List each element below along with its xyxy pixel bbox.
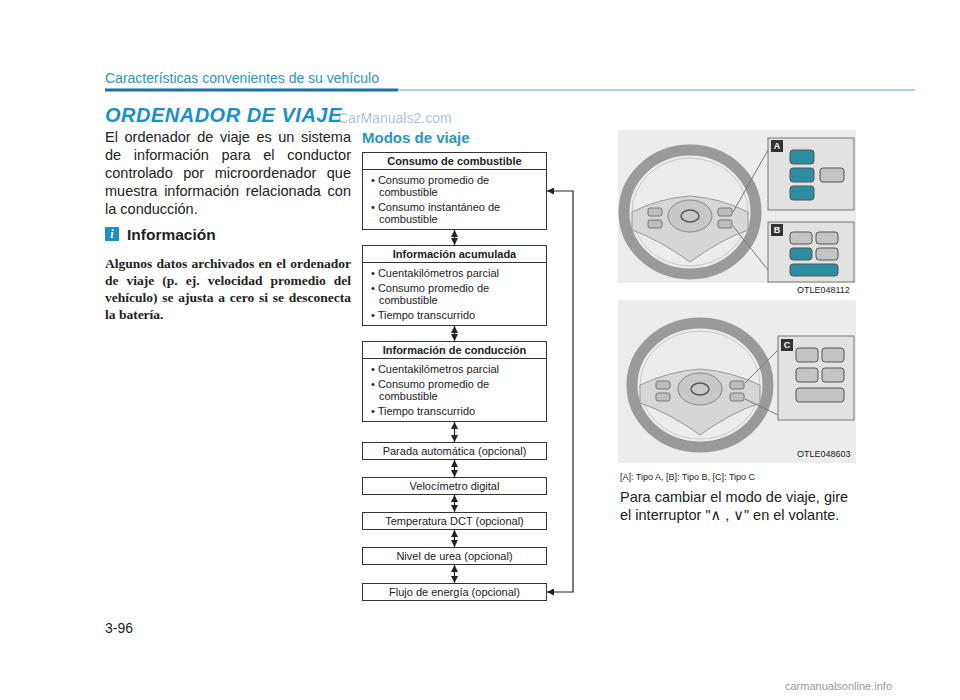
button — [816, 248, 838, 260]
wheel-rim-inner — [632, 158, 748, 266]
wheel-hub — [668, 200, 712, 232]
inset-panel — [768, 138, 854, 210]
button — [718, 208, 732, 216]
connector-arrow — [454, 530, 455, 547]
mode-bar: Parada automática (opcional) — [362, 442, 547, 460]
info-heading: Información — [127, 226, 216, 244]
callout-letter: A — [771, 140, 783, 152]
button — [656, 381, 670, 389]
connector-arrow — [454, 422, 455, 442]
bullet-item: • Tiempo transcurrido — [363, 403, 546, 421]
connector-arrow — [454, 495, 455, 512]
logo — [681, 210, 699, 222]
button — [790, 150, 814, 164]
callout-letter: C — [781, 339, 793, 351]
mode-name: Velocímetro digital — [363, 478, 546, 494]
mode-name: Nivel de urea (opcional) — [363, 548, 546, 564]
button — [790, 168, 814, 182]
inset-panel — [768, 222, 854, 282]
leader-line — [745, 399, 778, 415]
leader-line — [745, 350, 778, 383]
wheel-rim-inner — [640, 331, 760, 439]
figure-code: OTLE048112 — [797, 285, 850, 295]
body-paragraph: El ordenador de viaje es un sistema de i… — [105, 128, 351, 218]
button — [796, 368, 818, 382]
button — [656, 393, 670, 401]
connector-arrow — [547, 191, 573, 592]
steering-wheel-illustration — [618, 300, 856, 463]
box-heading: Consumo de combustible — [363, 153, 546, 170]
watermark: CarManuals2.com — [338, 110, 452, 126]
mode-box: Información de conducción• Cuentakilómet… — [362, 341, 547, 422]
bullet-item: • Consumo promedio de combustible — [363, 376, 546, 403]
diagram-heading: Modos de viaje — [362, 129, 470, 146]
bullet-item: • Tiempo transcurrido — [363, 307, 546, 325]
wheel-spokes — [640, 369, 760, 435]
button — [796, 388, 844, 402]
mode-bar: Velocímetro digital — [362, 477, 547, 495]
page-number: 3-96 — [105, 620, 133, 636]
watermark: carmanualsonline.info — [785, 680, 892, 692]
button — [730, 381, 744, 389]
picture-ground — [618, 300, 856, 463]
figure-caption: [A]: Tipo A, [B]: Tipo B, [C]: Tipo C — [620, 472, 755, 482]
connector-arrow — [454, 230, 455, 245]
picture-ground — [618, 130, 856, 283]
bullet-item: • Cuentakilómetros parcial — [363, 263, 546, 280]
connector-arrow — [454, 460, 455, 477]
button — [816, 232, 838, 244]
inset-panel — [778, 336, 854, 420]
mode-bar: Nivel de urea (opcional) — [362, 547, 547, 565]
connector-arrow — [454, 565, 455, 583]
wheel-spokes — [632, 196, 748, 262]
button — [796, 348, 818, 362]
bullet-item: • Cuentakilómetros parcial — [363, 359, 546, 376]
callout-letter: B — [771, 224, 783, 236]
button — [822, 348, 844, 362]
running-header: Características convenientes de su vehíc… — [105, 70, 379, 86]
leader-line — [733, 150, 768, 212]
mode-name: Parada automática (opcional) — [363, 443, 546, 459]
box-heading: Información de conducción — [363, 342, 546, 359]
figure-code: OTLE048603 — [797, 449, 851, 459]
button — [790, 264, 838, 276]
button — [730, 393, 744, 401]
button — [648, 208, 662, 216]
button — [820, 168, 844, 182]
header-rule-accent — [105, 89, 398, 92]
steering-wheel-illustration — [618, 130, 856, 283]
bullet-item: • Consumo promedio de combustible — [363, 170, 546, 199]
box-heading: Información acumulada — [363, 246, 546, 263]
bullet-item: • Consumo instantáneo de combustible — [363, 199, 546, 229]
button — [790, 186, 814, 200]
leader-line — [733, 226, 768, 270]
mode-name: Flujo de energía (opcional) — [363, 584, 546, 600]
logo — [691, 383, 709, 395]
body-paragraph: Para cambiar el modo de viaje, gire el i… — [620, 488, 862, 524]
info-note: Algunos datos archivados en el ordenador… — [105, 255, 351, 323]
button — [790, 232, 812, 244]
info-icon: i — [105, 227, 119, 241]
mode-bar: Flujo de energía (opcional) — [362, 583, 547, 601]
mode-box: Consumo de combustible• Consumo promedio… — [362, 152, 547, 230]
connector-arrow — [454, 326, 455, 341]
wheel-hub — [678, 373, 722, 405]
wheel-rim — [632, 323, 768, 447]
mode-name: Temperatura DCT (opcional) — [363, 513, 546, 529]
mode-bar: Temperatura DCT (opcional) — [362, 512, 547, 530]
mode-box: Información acumulada• Cuentakilómetros … — [362, 245, 547, 326]
header-rule — [105, 90, 915, 91]
section-title: ORDENADOR DE VIAJE — [105, 104, 342, 127]
button — [822, 368, 844, 382]
button — [790, 248, 812, 260]
wheel-rim — [624, 150, 756, 274]
bullet-item: • Consumo promedio de combustible — [363, 280, 546, 307]
button — [718, 220, 732, 228]
button — [648, 220, 662, 228]
